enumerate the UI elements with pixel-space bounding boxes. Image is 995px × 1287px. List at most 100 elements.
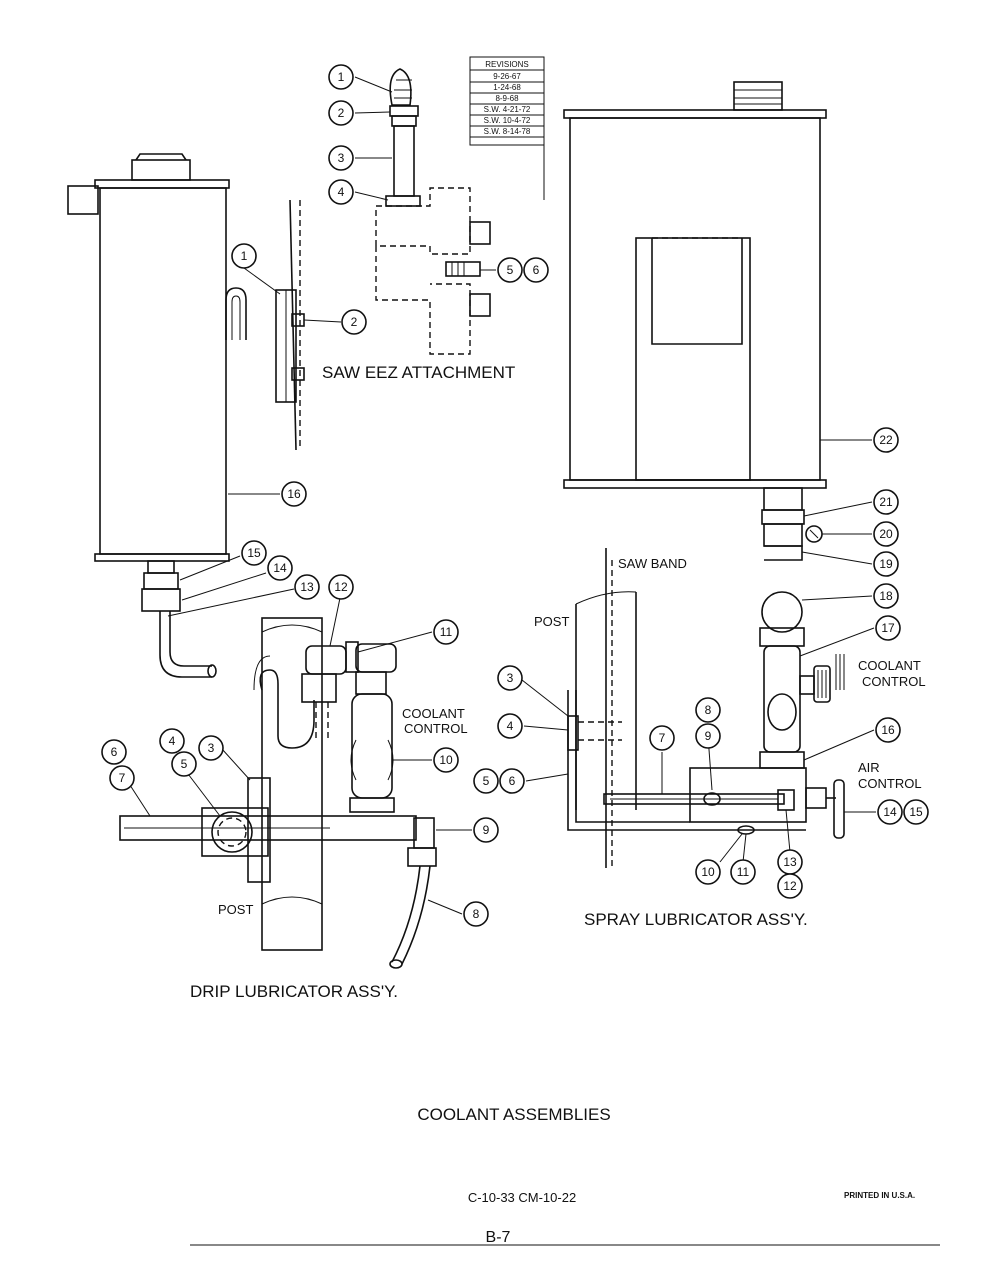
callout-bubble: 10 <box>433 747 459 773</box>
callout-number: 4 <box>338 185 345 199</box>
callout-number: 2 <box>338 106 345 120</box>
revisions-title: REVISIONS <box>485 60 529 69</box>
callout-number: 9 <box>705 729 712 743</box>
callout-bubble: 22 <box>873 427 899 453</box>
callout-bubble: 19 <box>873 551 899 577</box>
callout-bubble: 5 <box>473 768 499 794</box>
callout-number: 19 <box>879 557 893 571</box>
callout-bubble: 13 <box>294 574 320 600</box>
callout-bubble: 16 <box>281 481 307 507</box>
callout-bubble: 6 <box>523 257 549 283</box>
revision-entry: 8-9-68 <box>495 94 519 103</box>
callout-bubble: 12 <box>777 873 803 899</box>
revision-entry: S.W. 4-21-72 <box>484 105 531 114</box>
callout-bubble: 5 <box>171 751 197 777</box>
callout-bubble: 5 <box>497 257 523 283</box>
callout-number: 7 <box>119 771 126 785</box>
callout-bubble: 11 <box>433 619 459 645</box>
callout-bubble: 6 <box>101 739 127 765</box>
air-control-label: CONTROL <box>858 776 922 791</box>
callout-bubble: 4 <box>497 713 523 739</box>
callout-number: 21 <box>879 495 893 509</box>
spray-coolant-tank <box>563 81 827 561</box>
callout-number: 15 <box>909 805 923 819</box>
callout-number: 5 <box>507 263 514 277</box>
callout-number: 6 <box>533 263 540 277</box>
drip-post-label: POST <box>218 902 253 917</box>
callout-number: 20 <box>879 527 893 541</box>
callout-number: 1 <box>241 249 248 263</box>
drip-coolant-tank <box>67 153 247 678</box>
drip-coolant-control-label: COOLANT <box>402 706 465 721</box>
callout-bubble: 4 <box>159 728 185 754</box>
callout-number: 8 <box>705 703 712 717</box>
callout-number: 8 <box>473 907 480 921</box>
saw-band-label: SAW BAND <box>618 556 687 571</box>
callout-bubble: 15 <box>903 799 929 825</box>
callout-bubble: 3 <box>497 665 523 691</box>
page-number: B-7 <box>486 1229 511 1246</box>
callout-bubble: 10 <box>695 859 721 885</box>
printed-in-usa: PRINTED IN U.S.A. <box>844 1191 915 1200</box>
callout-bubble: 18 <box>873 583 899 609</box>
callout-number: 4 <box>507 719 514 733</box>
callout-number: 13 <box>300 580 314 594</box>
callout-number: 7 <box>659 731 666 745</box>
spray-lubricator-assembly <box>567 548 845 868</box>
callout-bubble: 1 <box>328 64 354 90</box>
callout-bubble: 2 <box>328 100 354 126</box>
callout-number: 17 <box>881 621 895 635</box>
callout-bubble: 17 <box>875 615 901 641</box>
callout-number: 22 <box>879 433 893 447</box>
callouts: 1 2 3 4 5 6 1 2 16 15 14 13 12 11 10 9 8… <box>101 64 929 927</box>
callout-number: 10 <box>439 753 453 767</box>
drawing-codes: C-10-33 CM-10-22 <box>468 1190 576 1205</box>
footer: COOLANT ASSEMBLIES C-10-33 CM-10-22 PRIN… <box>190 1105 940 1246</box>
callout-bubble: 14 <box>267 555 293 581</box>
callout-number: 2 <box>351 315 358 329</box>
callout-number: 3 <box>208 741 215 755</box>
callout-bubble: 12 <box>328 574 354 600</box>
callout-number: 9 <box>483 823 490 837</box>
callout-bubble: 16 <box>875 717 901 743</box>
callout-bubble: 13 <box>777 849 803 875</box>
drip-title: DRIP LUBRICATOR ASS'Y. <box>190 982 398 1001</box>
callout-bubble: 3 <box>328 145 354 171</box>
callout-bubble: 9 <box>695 723 721 749</box>
callout-bubble: 2 <box>341 309 367 335</box>
callout-number: 10 <box>701 865 715 879</box>
coolant-control-label: CONTROL <box>862 674 926 689</box>
callout-number: 11 <box>737 865 750 879</box>
callout-bubble: 11 <box>730 859 756 885</box>
revision-entry: 1-24-68 <box>493 83 521 92</box>
callout-number: 16 <box>881 723 895 737</box>
callout-number: 4 <box>169 734 176 748</box>
callout-bubble: 3 <box>198 735 224 761</box>
callout-number: 15 <box>247 546 261 560</box>
callout-number: 5 <box>483 774 490 788</box>
spray-title: SPRAY LUBRICATOR ASS'Y. <box>584 910 808 929</box>
revision-entry: S.W. 8-14-78 <box>484 127 531 136</box>
callout-number: 3 <box>507 671 514 685</box>
callout-bubble: 8 <box>463 901 489 927</box>
callout-number: 12 <box>783 879 797 893</box>
drip-lubricator-assembly <box>119 617 437 969</box>
callout-number: 16 <box>287 487 301 501</box>
callout-number: 18 <box>879 589 893 603</box>
saw-eez-attachment <box>375 68 491 355</box>
callout-bubble: 4 <box>328 179 354 205</box>
callout-number: 14 <box>273 561 287 575</box>
callout-number: 6 <box>509 774 516 788</box>
callout-bubble: 21 <box>873 489 899 515</box>
revisions-block: REVISIONS 9-26-67 1-24-68 8-9-68 S.W. 4-… <box>469 56 545 200</box>
revision-entry: S.W. 10-4-72 <box>484 116 531 125</box>
callout-bubble: 1 <box>231 243 257 269</box>
coolant-control-label: COOLANT <box>858 658 921 673</box>
air-control-label: AIR <box>858 760 880 775</box>
spray-post-label: POST <box>534 614 569 629</box>
callout-number: 5 <box>181 757 188 771</box>
page-title: COOLANT ASSEMBLIES <box>417 1105 610 1124</box>
callout-number: 11 <box>440 625 453 639</box>
